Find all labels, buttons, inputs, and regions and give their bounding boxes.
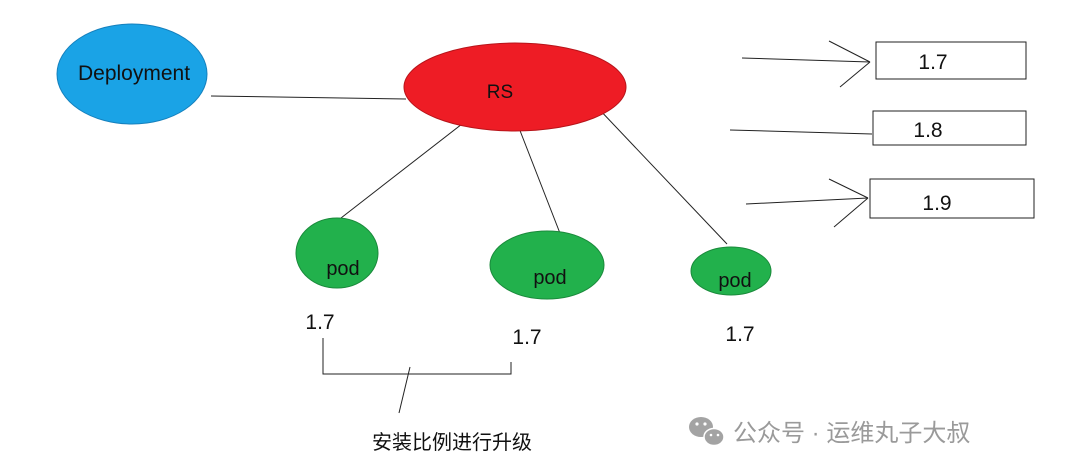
arrow-to-version-2: [729, 129, 873, 135]
rs-pod3-connector: [596, 106, 728, 245]
pod-node-3: pod: [690, 246, 772, 296]
version-box-label: 1.8: [913, 119, 942, 142]
rs-ellipse: [403, 42, 627, 132]
pod-label: pod: [718, 270, 751, 292]
pod-ellipse: [295, 217, 379, 289]
bracket-pointer: [398, 366, 411, 414]
rs-label: RS: [487, 82, 513, 103]
deployment-ellipse: [56, 23, 208, 125]
version-box-frame: [875, 41, 1027, 80]
watermark-text: 公众号 · 运维丸子大叔: [733, 420, 970, 447]
rs-pod1-connector: [340, 123, 463, 219]
deployment-label: Deployment: [78, 62, 190, 85]
pod-label: pod: [326, 258, 359, 280]
rs-pod2-connector: [518, 127, 564, 242]
pod-node-2: pod: [489, 230, 605, 300]
grouping-bracket: [322, 338, 512, 375]
pod-label: pod: [533, 267, 566, 289]
version-box-label: 1.9: [922, 192, 951, 215]
pod-ellipse: [489, 230, 605, 300]
version-box-frame: [869, 178, 1035, 219]
pod-3-version: 1.7: [725, 323, 754, 346]
version-box-2: 1.8: [872, 110, 1027, 146]
rs-node: RS: [403, 42, 627, 132]
wechat-icon: [689, 417, 725, 447]
bracket-caption: 安装比例进行升级: [372, 431, 532, 454]
pod-node-1: pod: [295, 217, 379, 289]
deployment-rs-connector: [210, 95, 407, 100]
arrow-to-version-3: [745, 178, 869, 228]
version-box-frame: [872, 110, 1027, 146]
arrow-to-version-1: [741, 40, 871, 88]
version-box-label: 1.7: [918, 51, 947, 74]
version-box-3: 1.9: [869, 178, 1035, 219]
pod-1-version: 1.7: [305, 311, 334, 334]
deployment-node: Deployment: [56, 23, 208, 125]
pod-2-version: 1.7: [512, 326, 541, 349]
watermark: 公众号 · 运维丸子大叔: [689, 417, 970, 447]
version-box-1: 1.7: [875, 41, 1027, 80]
pod-ellipse: [690, 246, 772, 296]
